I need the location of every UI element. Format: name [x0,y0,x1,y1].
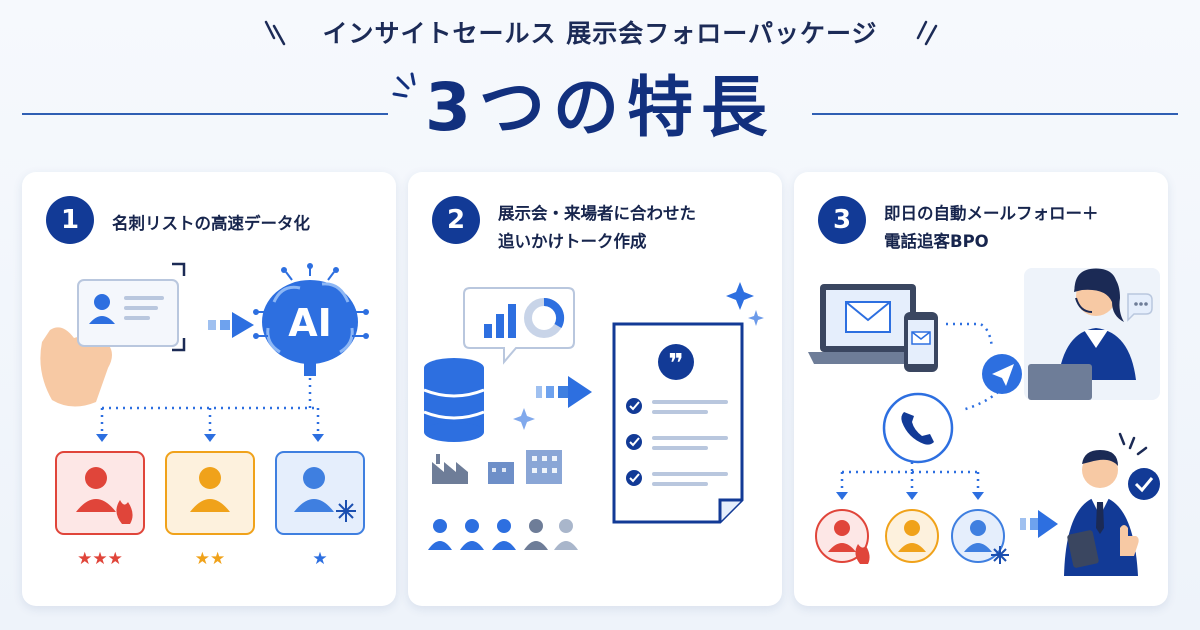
cold-rating-stars: ★ [312,549,327,569]
feature-card-3: 3 即日の自動メールフォロー＋ 電話追客BPO [794,172,1168,606]
package-subtitle: インサイトセールス 展示会フォローパッケージ [322,19,878,48]
headline-three-features: 3つの特長 [425,69,775,146]
accent-marks-left-icon [262,20,288,52]
chart-bubble-icon [463,287,575,365]
send-plane-icon [982,354,1022,394]
feature-card-2: 2 展示会・来場者に合わせた 追いかけトーク作成 [408,172,782,606]
accent-marks-right-icon [912,20,938,52]
dotted-connector [840,322,999,492]
headline-rule-right [812,113,1178,115]
ai-brain-icon: AI [253,263,369,376]
auto-mail-and-call-illustration [808,268,1160,576]
phone-icon [882,392,954,464]
feature-title-line: 電話追客BPO [884,232,989,251]
hot-lead-icon [55,451,145,535]
feature-number-badge: 1 [46,196,94,244]
arrow-right-icon [536,376,592,408]
data-to-talk-script-illustration: ❞ [423,282,764,550]
warm-lead-icon [165,451,255,535]
headline-spark-icon [392,72,422,110]
talk-script-document-icon: ❞ [612,322,744,524]
warm-rating-stars: ★★ [195,549,225,569]
salesperson-approved-icon [1064,432,1160,576]
business-card-to-ai-illustration: AI [40,262,369,569]
headline-rule-left [22,113,388,115]
sparkle-icon [513,282,764,430]
hot-rating-stars: ★★★ [77,549,123,569]
hot-lead-icon [815,509,870,564]
hand-icon [40,327,113,407]
cold-lead-icon [275,451,365,535]
feature-title-line: 名刺リストの高速データ化 [112,214,310,233]
scan-frame-icon [172,262,186,352]
quote-glyph: ❞ [668,349,683,379]
arrow-right-icon [1020,510,1058,538]
business-card-icon [77,279,179,347]
feature-title-line: 展示会・来場者に合わせた [498,204,696,223]
operator-with-headset-icon [1024,268,1160,400]
feature-title: 展示会・来場者に合わせた 追いかけトーク作成 [498,200,768,256]
arrow-right-icon [208,312,254,338]
audience-people-icon [428,519,578,550]
feature-title-line: 追いかけトーク作成 [498,232,647,251]
feature-title-line: 即日の自動メールフォロー＋ [884,204,1099,223]
smartphone-mail-icon [904,312,938,372]
ai-label: AI [288,301,332,345]
dotted-branch-connector [100,378,320,434]
feature-card-1: 1 名刺リストの高速データ化 [22,172,396,606]
feature-title: 名刺リストの高速データ化 [112,210,382,238]
feature-number-badge: 3 [818,196,866,244]
cold-lead-icon [951,509,1009,564]
warm-lead-icon [885,509,939,563]
feature-number-badge: 2 [432,196,480,244]
feature-title: 即日の自動メールフォロー＋ 電話追客BPO [884,200,1154,256]
buildings-icon [432,450,562,484]
database-icon [423,358,485,442]
laptop-mail-icon [808,284,928,364]
